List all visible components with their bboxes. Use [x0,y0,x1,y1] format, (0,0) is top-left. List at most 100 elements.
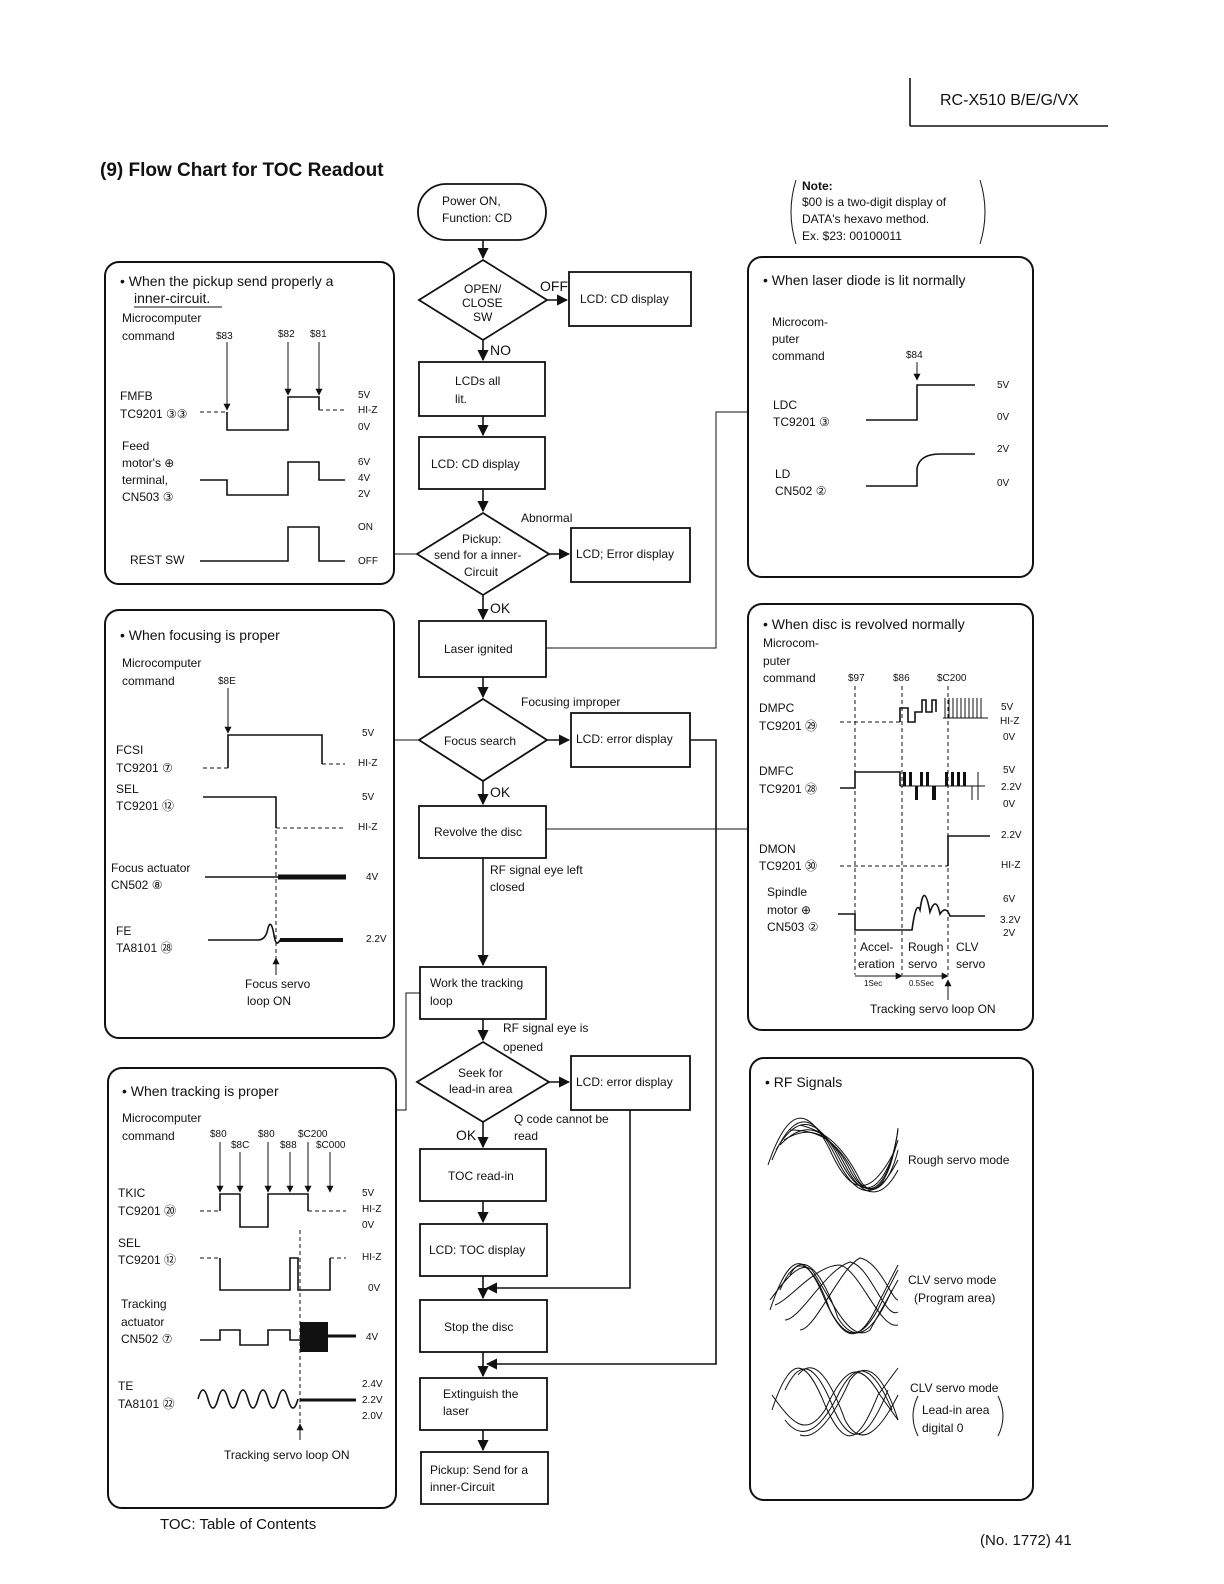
disc-sig3-2: TC9201 ㉚ [759,859,817,873]
seek-line-1: Seek for [458,1066,503,1080]
inner-cmd-81: $81 [310,329,327,340]
start-terminal [417,183,547,241]
rf-eye-opened-1: RF signal eye is [503,1021,588,1035]
disc-time-2: 0.5Sec [909,979,934,988]
disc-sig3-lvl-2: HI-Z [1001,860,1020,871]
tracking-sig4-lvl-1: 2.4V [362,1379,383,1390]
disc-sig4-lvl-1: 6V [1003,894,1016,905]
tracking-sig3-3: CN502 ⑦ [121,1332,172,1346]
inner-sig2-lvl-2: 4V [358,473,371,484]
disc-sig4-2: motor ⊕ [767,903,811,917]
lcd-cd-display-1: LCD: CD display [580,292,669,306]
rf-mode-1: Rough servo mode [908,1153,1010,1167]
rf-eye-left-2: closed [490,880,525,894]
laser-ignited-box [418,620,547,678]
tracking-sig2-1: SEL [118,1236,141,1250]
work-tracking-1: Work the tracking [430,976,523,990]
tracking-sig3-1: Tracking [121,1297,167,1311]
tracking-cmd-80a: $80 [210,1129,227,1140]
open-close-line-2: CLOSE [462,296,503,310]
ok-label-1: OK [490,600,511,616]
laser-sig2-lvl-1: 2V [997,444,1010,455]
laser-sig1-1: LDC [773,398,797,412]
disc-phase-clv-2: servo [956,957,986,971]
disc-cmd-1: Microcom- [763,636,819,650]
tracking-cmd-88: $88 [280,1140,297,1151]
disc-cmd-2: puter [763,654,790,668]
flowchart: Power ON, Function: CD OPEN/ CLOSE SW OF… [394,183,748,1505]
disc-sig2-lvl-1: 5V [1003,765,1016,776]
tracking-sig2-2: TC9201 ⑫ [118,1253,176,1267]
inner-cmd-1: Microcomputer [122,311,201,325]
rf-eye-left-1: RF signal eye left [490,863,583,877]
disc-cmd-97: $97 [848,673,865,684]
inner-title-1: • When the pickup send properly a [120,273,334,289]
disc-sig1-1: DMPC [759,701,795,715]
focus-sig1-lvl-1: 5V [362,728,375,739]
lcd-error-box-1 [570,527,691,583]
focus-sig3-2: CN502 ⑧ [111,878,162,892]
lcd-error-3: LCD: error display [576,1075,673,1089]
inner-cmd-83: $83 [216,331,233,342]
focus-sig1-2: TC9201 ⑦ [116,761,173,775]
laser-sig2-1: LD [775,467,791,481]
disc-sig4-lvl-3: 2V [1003,928,1016,939]
lcd-error-box-2 [570,712,691,768]
lcd-toc-display: LCD: TOC display [429,1243,525,1257]
lcd-error-box-3 [570,1055,691,1111]
tracking-sig1-2: TC9201 ⑳ [118,1204,176,1218]
panel-inner-circuit: • When the pickup send properly a inner-… [104,261,395,585]
focus-sig1-lvl-2: HI-Z [358,758,377,769]
disc-sig4-3: CN503 ② [767,920,818,934]
stop-disc: Stop the disc [444,1320,513,1334]
focus-cmd-1: Microcomputer [122,656,201,670]
inner-sig2-lvl-1: 6V [358,457,371,468]
pickup-send-line-3: Circuit [464,565,499,579]
disc-sig2-lvl-3: 0V [1003,799,1016,810]
rf-eye-clv-program [769,1257,899,1334]
rf-eye-opened-2: opened [503,1040,543,1054]
section-title: (9) Flow Chart for TOC Readout [100,160,384,181]
tracking-cmd-1: Microcomputer [122,1111,201,1125]
tracking-sig4-1: TE [118,1379,133,1393]
inner-sig2-3: terminal, [122,473,168,487]
laser-sig1-2: TC9201 ③ [773,415,830,429]
panel-focusing: • When focusing is proper Microcomputer … [104,609,395,1039]
lcd-error-1: LCD; Error display [576,547,674,561]
focus-sig3-lvl-1: 4V [366,872,379,883]
disc-sig3-lvl-1: 2.2V [1001,830,1022,841]
inner-sig2-1: Feed [122,439,149,453]
tracking-sig1-lvl-2: HI-Z [362,1204,381,1215]
seek-line-2: lead-in area [449,1082,513,1096]
model-number: RC-X510 B/E/G/VX [940,92,1079,109]
note-block: Note: $00 is a two-digit display of DATA… [790,179,986,245]
focus-sig3-1: Focus actuator [111,861,190,875]
ok-label-2: OK [490,784,511,800]
extinguish-laser-box [419,1377,548,1431]
rf-eye-rough [767,1117,899,1193]
rf-eye-clv-lead-in [771,1367,899,1437]
focus-sig2-1: SEL [116,782,139,796]
panel-laser-diode: • When laser diode is lit normally Micro… [747,256,1034,578]
tracking-sig1-lvl-3: 0V [362,1220,375,1231]
tracking-sig2-lvl-2: 0V [368,1283,381,1294]
work-tracking-box [419,966,547,1020]
disc-phase-accel-2: eration [858,957,895,971]
inner-sig3-lvl-2: OFF [358,556,378,567]
lcds-all-lit-box [418,361,546,417]
disc-sig3-1: DMON [759,842,796,856]
disc-sig1-lvl-2: HI-Z [1000,716,1019,727]
inner-sig1-lvl-1: 5V [358,390,371,401]
pickup-final-1: Pickup: Send for a [430,1463,528,1477]
laser-title: • When laser diode is lit normally [763,272,966,288]
rf-mode-3-1: CLV servo mode [910,1381,999,1395]
inner-sig1-1: FMFB [120,389,153,403]
start-line-1: Power ON, [442,194,501,208]
tracking-sig4-lvl-2: 2.2V [362,1395,383,1406]
tracking-cmd-c000: $C000 [316,1140,346,1151]
tracking-sig2-lvl-1: HI-Z [362,1252,381,1263]
inner-cmd-2: command [122,329,175,343]
disc-sig2-1: DMFC [759,764,794,778]
lcds-all-lit-2: lit. [455,392,467,406]
laser-sig1-lvl-1: 5V [997,380,1010,391]
